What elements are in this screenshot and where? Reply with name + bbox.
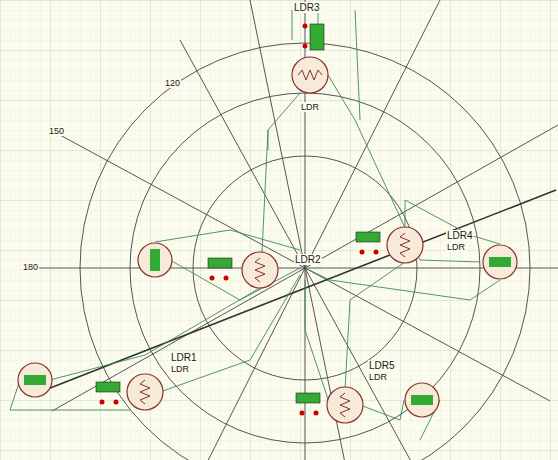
part-value: LDR bbox=[300, 102, 320, 112]
terminal-dots bbox=[100, 24, 379, 416]
part-reference: LDR3 bbox=[293, 2, 321, 13]
part-value: LDR bbox=[368, 372, 388, 382]
part-value: LDR bbox=[446, 242, 466, 252]
angle-label: 150 bbox=[48, 126, 65, 136]
part-value: LDR bbox=[170, 364, 190, 374]
angle-label: 180 bbox=[22, 262, 39, 272]
ldr-symbols bbox=[127, 57, 423, 423]
part-reference: LDR1 bbox=[170, 352, 198, 363]
wires bbox=[10, 10, 500, 440]
angle-label: 120 bbox=[164, 78, 181, 88]
part-reference: LDR4 bbox=[446, 230, 474, 241]
polar-grid bbox=[30, 0, 558, 460]
voltmeter-displays bbox=[96, 24, 380, 403]
reference-line bbox=[40, 190, 556, 392]
part-reference: LDR5 bbox=[368, 360, 396, 371]
part-reference: LDR2 bbox=[294, 254, 322, 265]
voltmeter-symbols bbox=[18, 243, 517, 417]
